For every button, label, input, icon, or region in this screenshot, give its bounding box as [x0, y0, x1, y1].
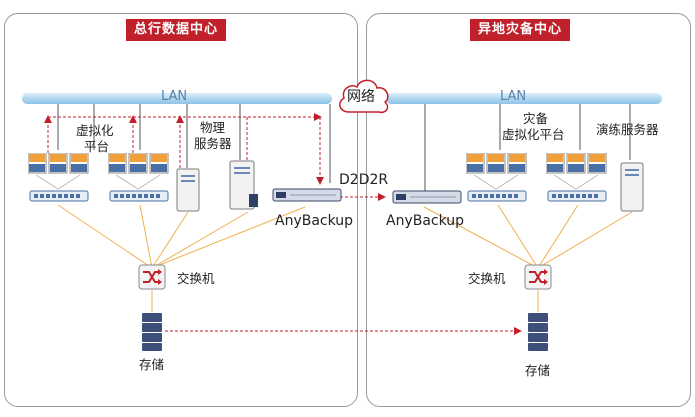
replication-label: D2D2R — [339, 172, 389, 188]
right-lan-bar — [386, 93, 662, 104]
dr-platform-label-line2: 虚拟化平台 — [502, 127, 565, 142]
left-switch-label: 交换机 — [177, 271, 215, 286]
left-lan-bar — [22, 93, 332, 104]
left-storage-icon — [141, 312, 163, 352]
right-vm-host-1 — [465, 152, 528, 205]
right-anybackup-appliance — [392, 188, 462, 206]
left-physical-server-2 — [229, 160, 259, 212]
dr-center-title: 异地灾备中心 — [470, 19, 571, 41]
left-vm-host-2 — [107, 152, 170, 205]
left-physical-server-1 — [176, 168, 200, 212]
left-anybackup-appliance — [272, 186, 342, 204]
dr-platform-label-line1: 灾备 — [523, 111, 549, 126]
left-storage-label: 存储 — [139, 357, 165, 372]
right-switch-label: 交换机 — [468, 271, 506, 286]
right-drill-server — [620, 162, 644, 212]
network-cloud-label: 网络 — [347, 89, 375, 105]
virtual-platform-label-line2: 平台 — [84, 139, 110, 154]
left-switch-icon — [138, 264, 166, 290]
right-switch-icon — [524, 264, 552, 290]
physical-server-label-line1: 物理 — [200, 120, 226, 135]
network-cloud-icon — [335, 74, 393, 118]
right-vm-host-2 — [545, 152, 608, 205]
physical-server-label-line2: 服务器 — [194, 136, 232, 151]
right-storage-label: 存储 — [525, 363, 551, 378]
right-anybackup-label: AnyBackup — [386, 213, 465, 229]
left-lan-label: LAN — [161, 89, 188, 104]
right-storage-icon — [527, 312, 549, 352]
right-lan-label: LAN — [500, 89, 527, 104]
left-vm-host-1 — [27, 152, 90, 205]
virtual-platform-label-line1: 虚拟化 — [76, 123, 114, 138]
left-anybackup-label: AnyBackup — [275, 213, 354, 229]
main-datacenter-title: 总行数据中心 — [126, 19, 227, 41]
drill-server-label: 演练服务器 — [596, 122, 659, 137]
